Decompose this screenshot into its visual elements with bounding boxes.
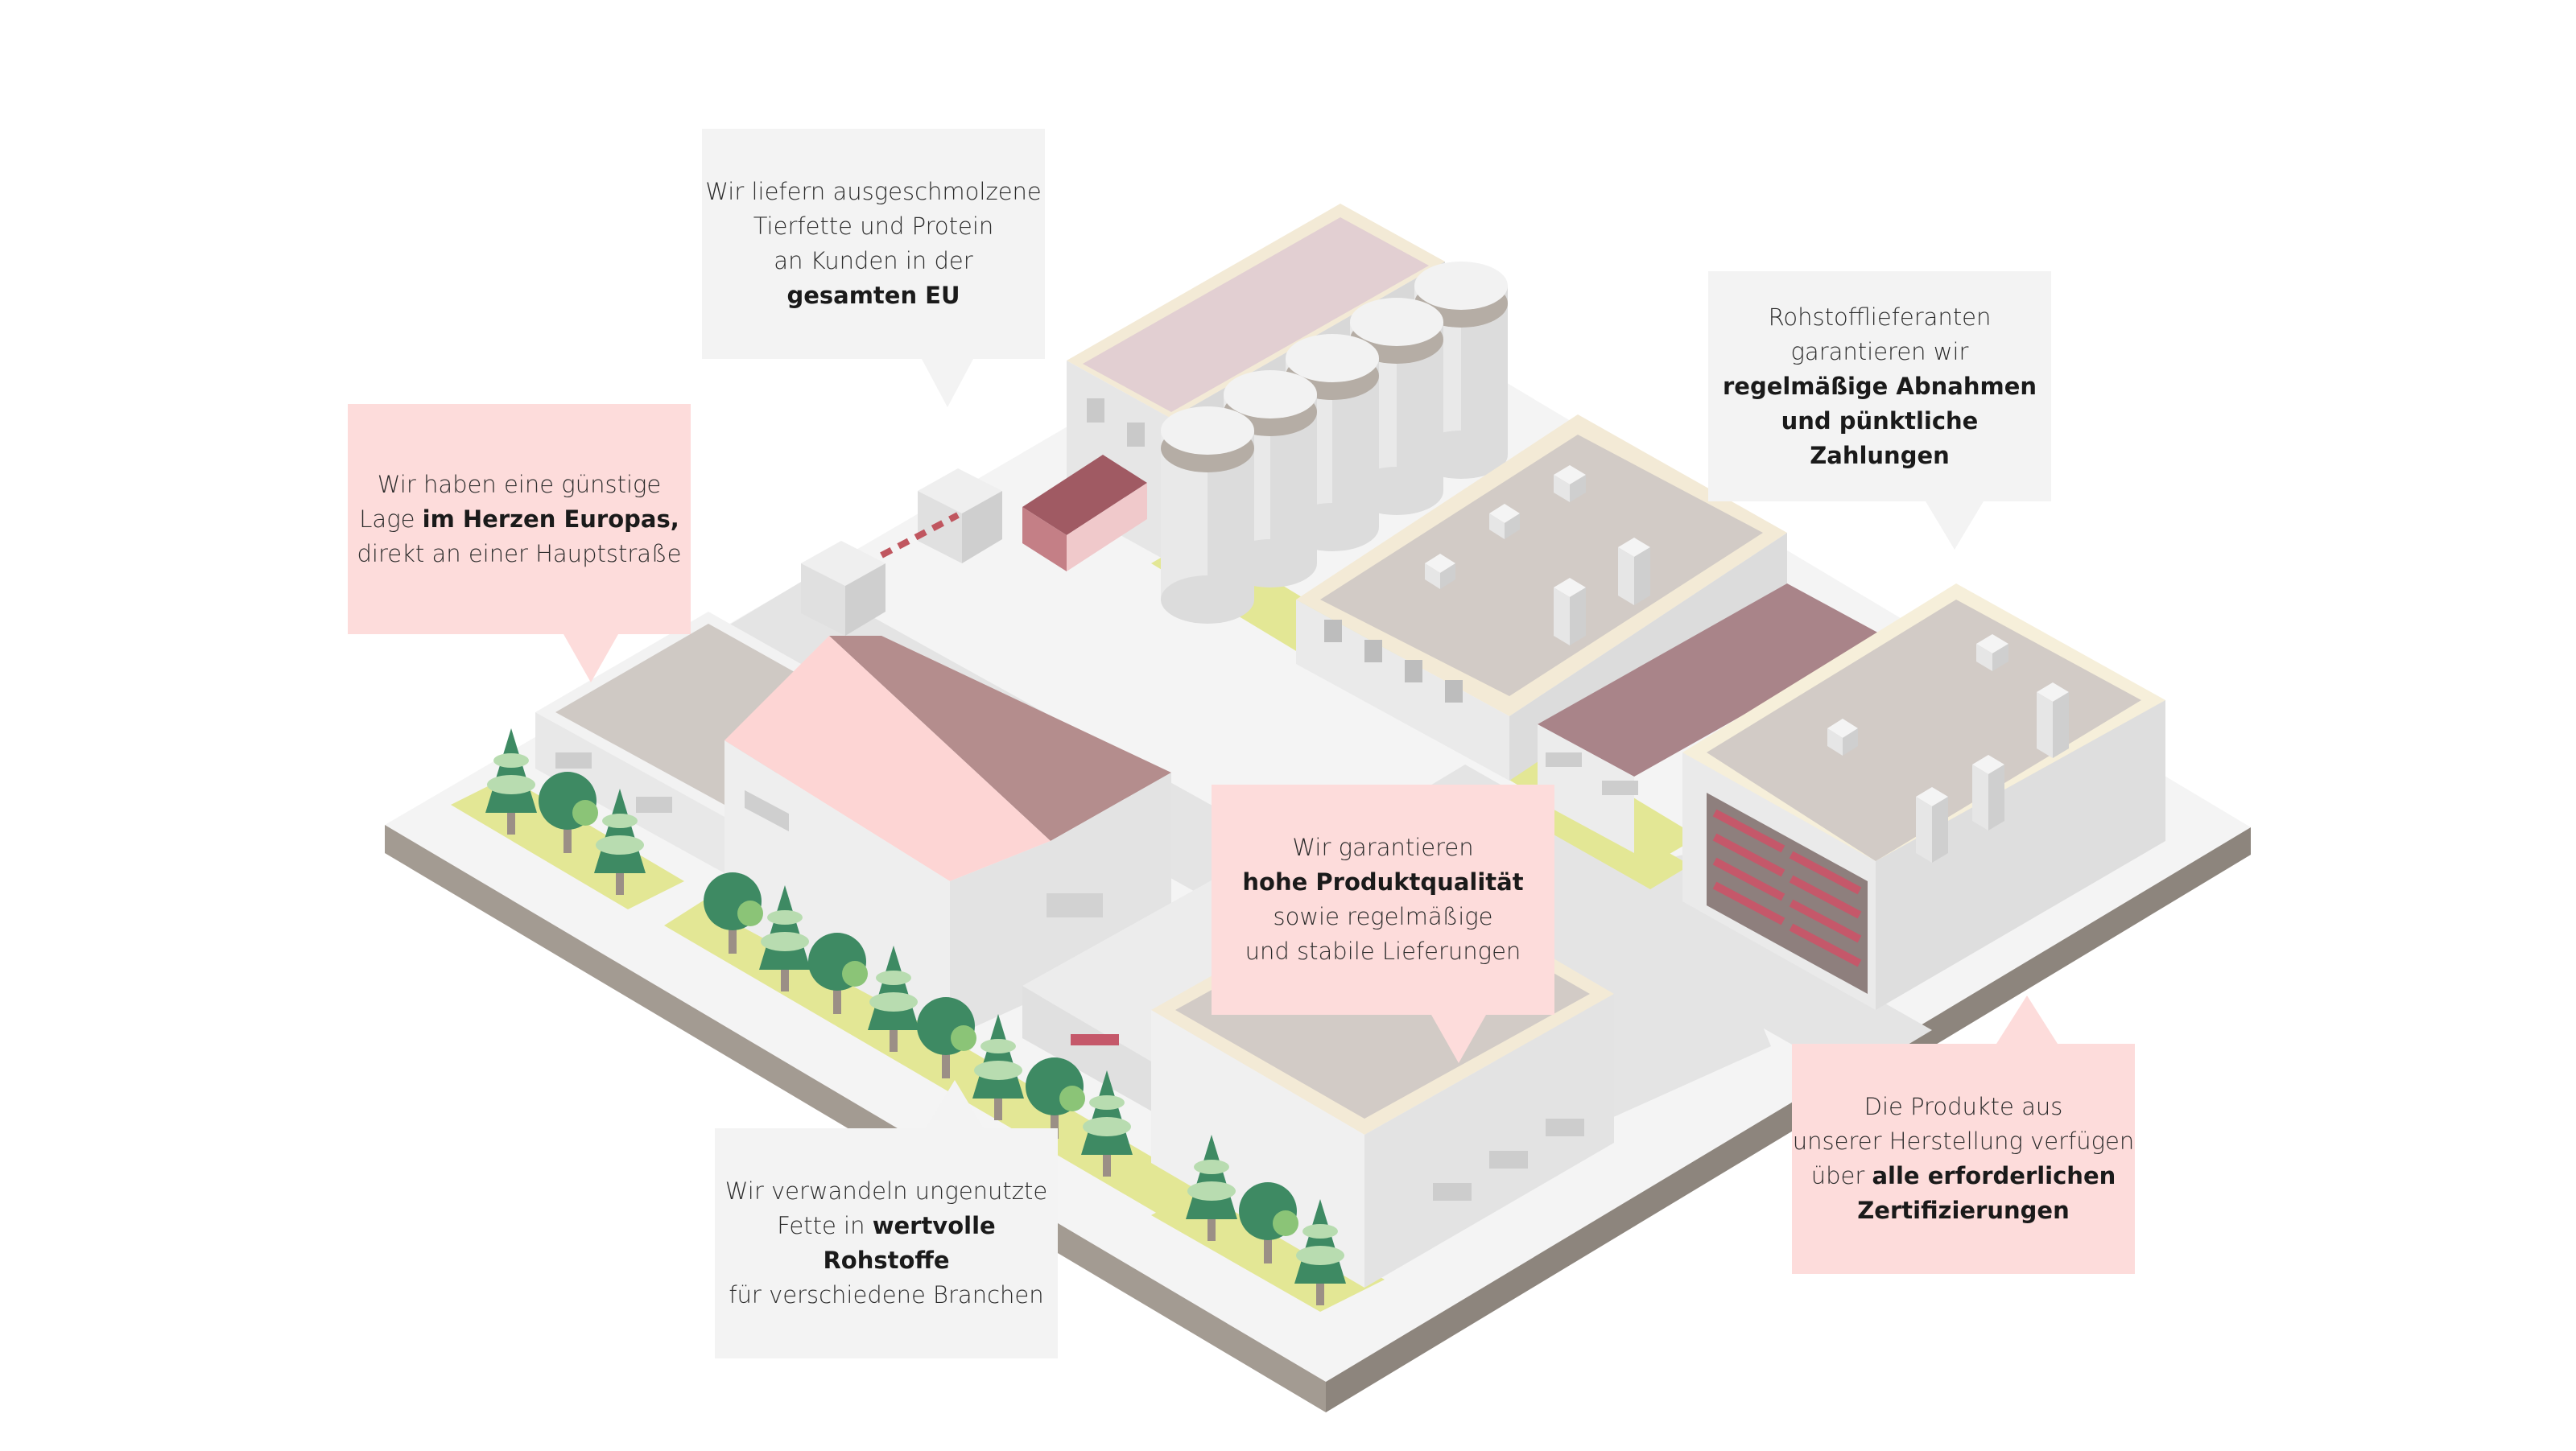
callout-suppliers-tail bbox=[1926, 501, 1984, 550]
callout-quality-line1: Wir garantieren bbox=[1292, 834, 1474, 861]
callout-location-tail bbox=[564, 634, 618, 682]
round-tree bbox=[917, 997, 976, 1078]
roof-vent bbox=[1554, 578, 1586, 645]
roof-vent bbox=[1827, 719, 1858, 756]
callout-quality-tail bbox=[1431, 1015, 1486, 1063]
silo bbox=[1161, 406, 1254, 624]
round-tree bbox=[1026, 1057, 1085, 1139]
round-tree bbox=[704, 872, 763, 954]
pine-tree bbox=[868, 946, 919, 1052]
callout-location-line1: Wir haben eine günstige bbox=[377, 470, 662, 498]
silos bbox=[1161, 262, 1508, 624]
roof-vent bbox=[1976, 634, 2008, 671]
callout-quality-line2: sowie regelmäßige bbox=[1273, 903, 1493, 930]
rooftop-vents bbox=[1425, 465, 2069, 863]
roof-vent bbox=[1489, 504, 1520, 539]
callout-suppliers-line1: Rohstofflieferanten bbox=[1768, 303, 1992, 331]
callout-certs-line1: Die Produkte aus bbox=[1864, 1093, 2063, 1120]
roof-vent bbox=[1554, 465, 1586, 502]
pine-tree bbox=[759, 885, 811, 991]
callout-fats-line3: für verschiedene Branchen bbox=[729, 1281, 1044, 1309]
round-tree bbox=[1239, 1182, 1298, 1263]
callout-fats: Wir verwandeln ungenutzte Fette in wertv… bbox=[715, 1128, 1058, 1358]
pine-tree bbox=[972, 1014, 1024, 1120]
callout-suppliers: Rohstofflieferanten garantieren wir rege… bbox=[1708, 271, 2051, 501]
callout-location-bold: im Herzen Europas, bbox=[422, 505, 679, 533]
roof-vent bbox=[1972, 755, 2004, 831]
pine-tree bbox=[1186, 1135, 1237, 1241]
roof-vent bbox=[2037, 682, 2069, 758]
callout-suppliers-bold1: regelmäßige Abnahmen bbox=[1722, 372, 2037, 400]
warehouse-building bbox=[1682, 583, 2165, 1010]
callout-eu-line3: an Kunden in der bbox=[774, 247, 973, 274]
callout-location: Wir haben eine günstige Lage im Herzen E… bbox=[348, 404, 691, 634]
pine-tree bbox=[594, 789, 646, 895]
round-tree bbox=[539, 772, 598, 853]
callout-certs-pre3: über bbox=[1810, 1162, 1872, 1189]
roof-vent bbox=[1425, 554, 1455, 589]
callout-fats-tail bbox=[926, 1080, 984, 1128]
callout-location-line3: direkt an einer Hauptstraße bbox=[357, 539, 682, 567]
pine-tree bbox=[1294, 1199, 1346, 1305]
callout-fats-bold: wertvolle Rohstoffe bbox=[823, 1212, 996, 1274]
callout-fats-pre2: Fette in bbox=[777, 1212, 873, 1239]
callout-certs-line2: unserer Herstellung verfügen bbox=[1792, 1127, 2135, 1155]
callout-certifications: Die Produkte aus unserer Herstellung ver… bbox=[1792, 1044, 2135, 1274]
roof-vent bbox=[1618, 538, 1650, 605]
roof-vent bbox=[1916, 787, 1948, 863]
round-tree bbox=[808, 933, 868, 1014]
callout-eu-delivery: Wir liefern ausgeschmolzene Tierfette un… bbox=[702, 129, 1045, 359]
callout-eu-line1: Wir liefern ausgeschmolzene bbox=[705, 178, 1042, 205]
callout-certs-tail bbox=[1996, 996, 2058, 1044]
callout-quality: Wir garantieren hohe Produktqualität sow… bbox=[1212, 785, 1554, 1015]
callout-eu-tail bbox=[922, 359, 973, 407]
maroon-shed bbox=[1538, 583, 1884, 853]
callout-suppliers-bold2: und pünktliche Zahlungen bbox=[1781, 406, 1979, 469]
callout-suppliers-line2: garantieren wir bbox=[1790, 337, 1969, 365]
callout-eu-bold: gesamten EU bbox=[786, 282, 960, 309]
callout-fats-line1: Wir verwandeln ungenutzte bbox=[724, 1177, 1048, 1205]
callout-eu-line2: Tierfette und Protein bbox=[753, 212, 994, 240]
callout-quality-bold: hohe Produktqualität bbox=[1242, 868, 1524, 896]
callout-certs-bold1: alle erforderlichen bbox=[1872, 1162, 2116, 1189]
trees bbox=[485, 728, 1346, 1305]
gate-house bbox=[801, 468, 1002, 636]
callout-location-lage: Lage bbox=[359, 505, 423, 533]
callout-quality-line3: und stabile Lieferungen bbox=[1245, 938, 1521, 965]
callout-certs-bold2: Zertifizierungen bbox=[1857, 1197, 2070, 1224]
pine-tree bbox=[485, 728, 537, 835]
pine-tree bbox=[1081, 1070, 1133, 1177]
